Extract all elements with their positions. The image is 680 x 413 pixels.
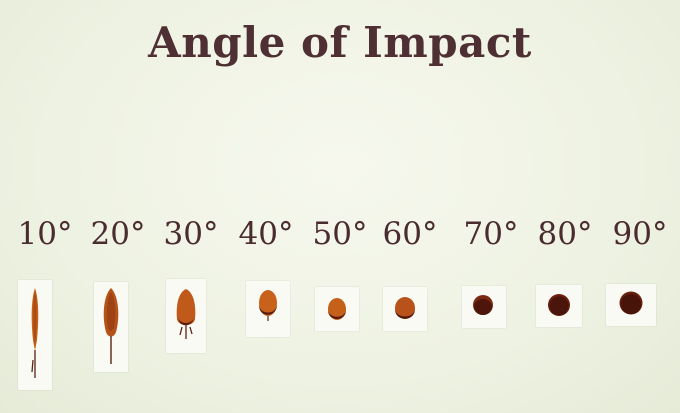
blood-stain-70: [473, 295, 493, 315]
angle-label-20: 20°: [90, 216, 146, 252]
angle-label-90: 90°: [612, 216, 668, 252]
sample-card-40: [246, 281, 290, 337]
angle-label-10: 10°: [17, 216, 73, 252]
blood-stain-20: [103, 288, 119, 364]
blood-stain-10: [31, 288, 39, 378]
angle-label-80: 80°: [537, 216, 593, 252]
slide-title: Angle of Impact: [148, 18, 532, 67]
blood-stain-30: [176, 289, 196, 339]
blood-stain-60: [395, 297, 415, 319]
sample-card-10: [18, 280, 52, 390]
angle-label-70: 70°: [463, 216, 519, 252]
blood-stain-90: [619, 291, 643, 315]
sample-card-20: [94, 282, 128, 372]
blood-stain-50: [328, 298, 346, 320]
angle-label-30: 30°: [163, 216, 219, 252]
sample-card-90: [606, 284, 656, 326]
angle-label-50: 50°: [312, 216, 368, 252]
sample-card-60: [383, 287, 427, 331]
sample-card-30: [166, 279, 206, 353]
blood-stain-40: [259, 290, 277, 321]
angle-label-40: 40°: [238, 216, 294, 252]
angle-label-60: 60°: [382, 216, 438, 252]
sample-card-70: [462, 286, 506, 328]
sample-card-50: [315, 287, 359, 331]
blood-stain-80: [548, 294, 570, 316]
sample-card-80: [536, 285, 582, 327]
